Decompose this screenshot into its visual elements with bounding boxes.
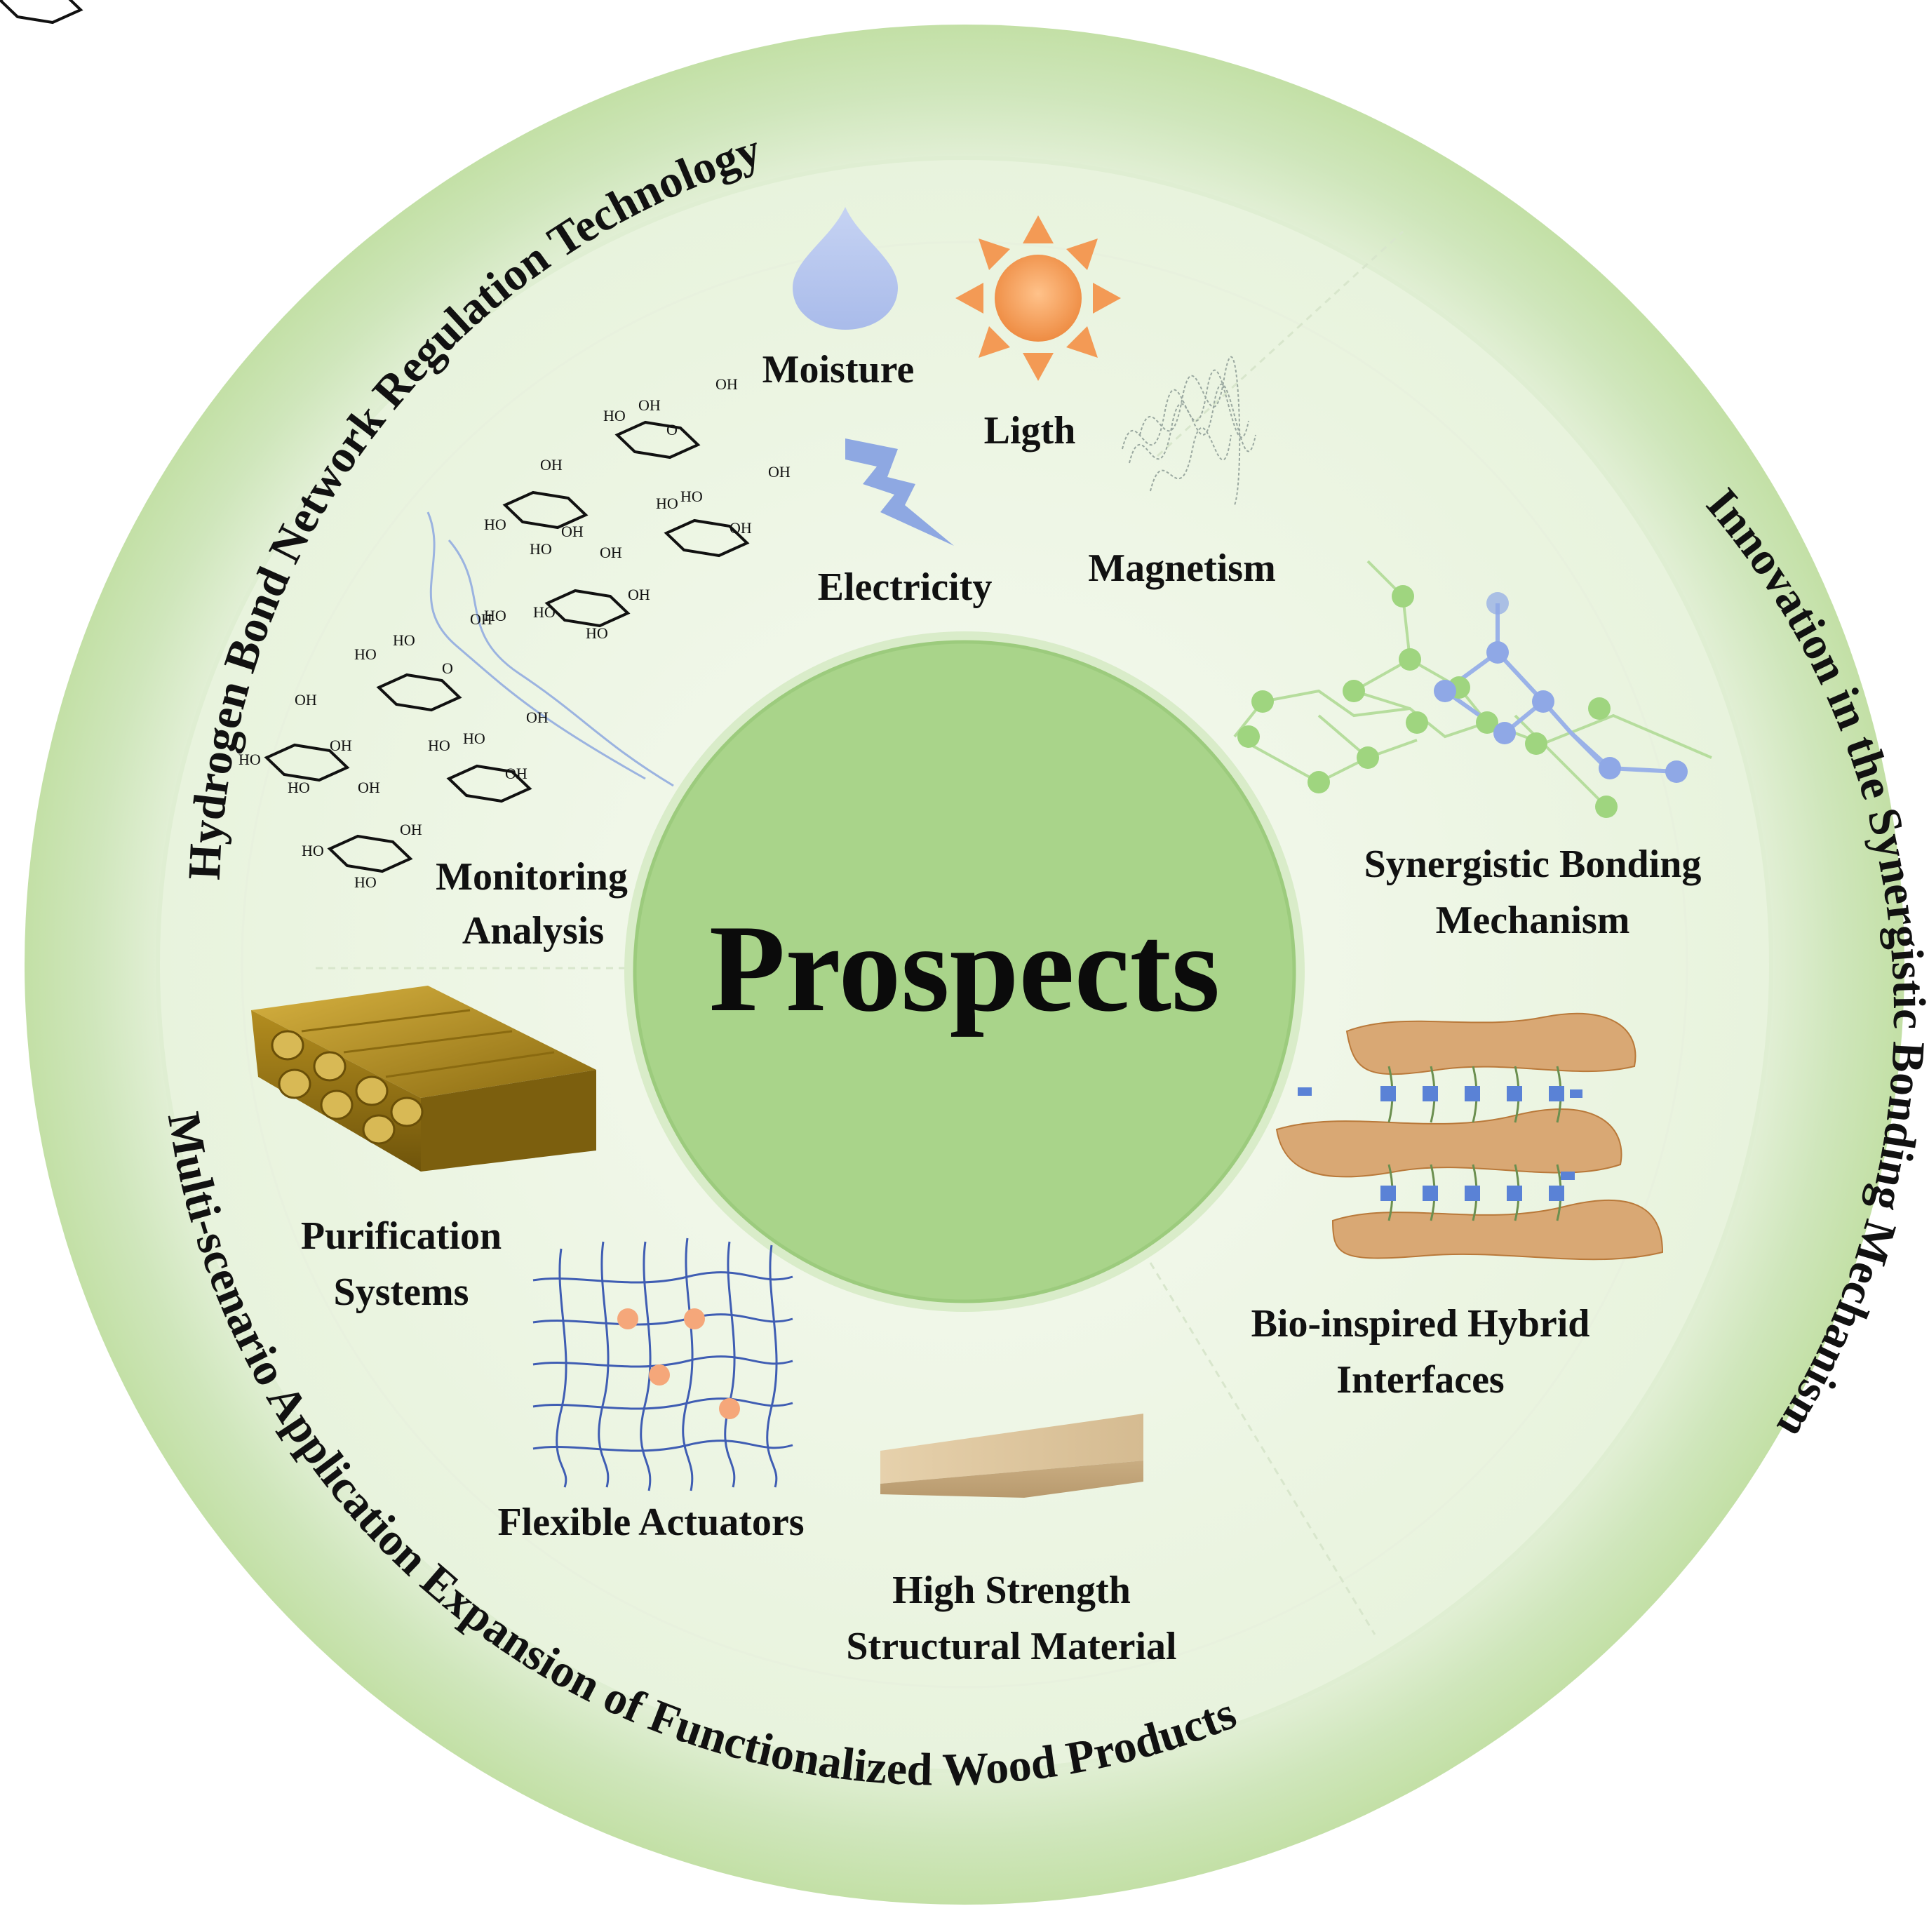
svg-text:OH: OH [295,691,317,709]
label-purification-2: Systems [334,1270,469,1314]
svg-text:HO: HO [530,540,552,558]
svg-text:OH: OH [540,456,563,474]
center-title: Prospects [709,899,1220,1038]
svg-text:HO: HO [586,624,608,642]
lightning-bolt-icon [845,438,954,546]
label-bio-inspired-1: Bio-inspired Hybrid [1251,1302,1590,1346]
svg-text:HO: HO [393,631,415,649]
actuator-node-icon [617,1308,740,1419]
label-bio-inspired-2: Interfaces [1336,1358,1504,1402]
label-light: Ligth [984,409,1076,452]
hybrid-interface-icon [1275,1012,1664,1261]
svg-text:OH: OH [505,765,527,782]
svg-text:OH: OH [358,779,380,796]
label-monitoring-2: Analysis [462,909,604,953]
svg-text:HO: HO [302,842,324,859]
svg-text:HO: HO [463,730,485,747]
svg-text:OH: OH [561,523,584,540]
label-electricity: Electricity [818,565,993,609]
svg-text:HO: HO [354,645,377,663]
label-purification-1: Purification [301,1214,502,1258]
label-magnetism: Magnetism [1088,546,1276,590]
water-drop-icon [793,207,898,330]
divider-line [1149,1262,1376,1635]
svg-text:O: O [666,421,678,438]
inner-guide-ring [241,241,1688,1689]
svg-text:O: O [442,659,453,677]
center-disc [633,640,1296,1303]
cellulose-chain-icon [0,0,748,873]
svg-text:OH: OH [628,586,650,603]
sun-icon [955,215,1121,381]
purification-block-icon [251,986,596,1172]
label-synergistic-2: Mechanism [1436,899,1630,942]
svg-text:OH: OH [768,463,791,481]
svg-text:HO: HO [484,516,506,533]
svg-text:HO: HO [533,603,556,621]
svg-text:HO: HO [484,607,506,624]
label-flexible-actuators: Flexible Actuators [497,1501,804,1544]
svg-text:HO: HO [680,488,703,505]
label-moisture: Moisture [762,348,915,391]
svg-text:OH: OH [526,709,549,726]
chem-labels: OH O HO OH OH HO OH HO OH OH HO HO OH HO… [238,375,791,891]
divider-line [1156,230,1404,457]
svg-text:OH: OH [400,821,422,838]
svg-text:OH: OH [600,544,622,561]
svg-text:HO: HO [428,737,450,754]
wood-block-icon [880,1414,1143,1498]
svg-text:OH: OH [470,610,492,628]
magnetic-wave-icon [1122,356,1256,506]
svg-text:OH: OH [330,737,352,754]
actuator-mesh-icon [532,1237,793,1491]
svg-text:OH: OH [638,396,661,414]
svg-text:OH: OH [730,519,752,537]
label-high-strength-2: Structural Material [846,1625,1176,1668]
label-synergistic-1: Synergistic Bonding [1364,843,1702,886]
svg-text:HO: HO [603,407,626,424]
svg-text:HO: HO [238,751,261,768]
svg-text:HO: HO [288,779,310,796]
label-monitoring-1: Monitoring [436,855,628,899]
bonding-network-icon [1233,560,1712,818]
svg-text:OH: OH [715,375,738,393]
svg-text:HO: HO [656,495,678,512]
svg-text:HO: HO [354,873,377,891]
label-high-strength-1: High Strength [892,1569,1131,1612]
